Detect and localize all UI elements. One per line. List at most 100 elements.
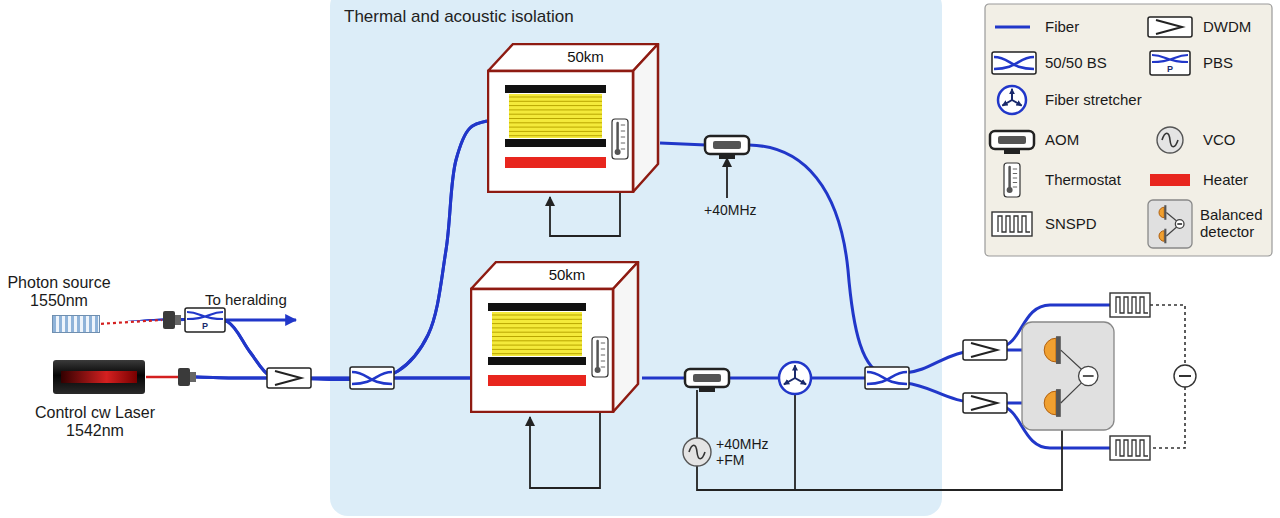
node-label: 50km xyxy=(487,48,662,65)
thermometer-tick xyxy=(1013,173,1017,174)
legend-text: Balanced detector xyxy=(1200,206,1268,241)
vco-sine xyxy=(689,445,705,459)
coil-winding xyxy=(509,118,602,119)
vco-circle xyxy=(1157,127,1183,153)
balanced-detector-symbol xyxy=(1022,322,1114,430)
coil-winding xyxy=(492,349,582,350)
aom-transducer xyxy=(699,387,715,392)
legend-sample xyxy=(1148,200,1192,248)
thermometer-tick xyxy=(621,143,625,144)
dwdm-symbol xyxy=(267,368,311,388)
dwdm-body xyxy=(963,340,1007,360)
legend-entry: Thermostat xyxy=(1045,171,1121,188)
label-anchor: +40MHz +FM xyxy=(716,436,776,468)
thermometer-tick xyxy=(621,125,625,126)
region-title: Thermal and acoustic isolation xyxy=(330,0,942,34)
spool-flange xyxy=(505,85,606,93)
free-space-ground xyxy=(101,321,163,327)
pbs-body xyxy=(185,308,225,332)
coil-winding xyxy=(509,135,602,136)
dwdm-body xyxy=(1148,17,1192,37)
thermometer-tube xyxy=(596,341,599,369)
thermometer-tick xyxy=(621,137,625,138)
stretcher-spoke xyxy=(795,378,806,384)
aom-body xyxy=(990,131,1034,149)
heater-plate xyxy=(488,375,586,386)
thermometer-tick xyxy=(601,367,605,368)
thermometer-tick xyxy=(1013,182,1017,183)
signal-label: +40MHz xyxy=(704,202,757,218)
thermometer-tick xyxy=(621,149,625,150)
legend-sample xyxy=(1148,17,1192,37)
minus-sign xyxy=(1177,223,1182,225)
vco-drive-line xyxy=(696,390,698,438)
legend-entry: Balanced detector xyxy=(1200,206,1268,241)
feedback-line xyxy=(697,430,1062,490)
thermometer-tick xyxy=(601,355,605,356)
legend-text: VCO xyxy=(1203,131,1236,148)
legend-text: DWDM xyxy=(1203,18,1251,35)
thermometer-tick xyxy=(601,349,605,350)
splitter-coupling xyxy=(352,372,392,384)
detector-housing xyxy=(1022,322,1114,430)
pbs-body xyxy=(1150,51,1190,75)
stretcher-spoke xyxy=(794,365,796,378)
thermometer-tube xyxy=(616,123,619,151)
legend-entry: Fiber stretcher xyxy=(1045,91,1142,108)
vco-symbol xyxy=(683,438,711,466)
label-anchor: To heralding xyxy=(205,291,287,308)
dwdm-symbol xyxy=(963,340,1007,360)
legend-entry: 50/50 BS xyxy=(1045,54,1107,71)
beam-splitter-symbol xyxy=(350,367,394,389)
vco-circle xyxy=(683,438,711,466)
fiber-coupler-symbol xyxy=(178,368,196,386)
legend-entry: DWDM xyxy=(1203,18,1251,35)
beam-splitter-symbol xyxy=(865,367,909,389)
thermostat-symbol xyxy=(612,119,628,159)
stretcher-spoke xyxy=(1011,89,1013,100)
aom-symbol xyxy=(990,131,1034,154)
snspd-symbol xyxy=(1110,436,1150,460)
subtractor-circle xyxy=(1079,366,1098,385)
thermometer-bulb xyxy=(1007,187,1013,193)
coupler-ferrule xyxy=(175,315,181,325)
legend-text: PBS xyxy=(1203,54,1233,71)
thermometer-tick xyxy=(601,361,605,362)
coil-winding xyxy=(509,101,602,102)
subtractor-circle xyxy=(1174,365,1196,387)
splitter-body xyxy=(992,52,1036,74)
fiber xyxy=(660,143,706,145)
snspd-meander xyxy=(1116,440,1148,456)
legend-sample xyxy=(998,86,1026,114)
thermometer-tick xyxy=(1013,169,1017,170)
photodiode xyxy=(1044,338,1056,362)
legend-entry: AOM xyxy=(1045,131,1079,148)
thermometer-tick xyxy=(1013,178,1017,179)
fiber-spool-box: 50km xyxy=(470,261,642,413)
snspd-meander xyxy=(1116,297,1148,313)
fiber-sample xyxy=(995,26,1030,29)
box-front xyxy=(488,71,633,192)
photodiode-base xyxy=(1164,229,1166,244)
minus-sign xyxy=(1083,375,1094,377)
coincidence-line xyxy=(1150,305,1185,365)
box-front xyxy=(471,289,613,412)
label-anchor: P xyxy=(1166,64,1174,74)
aom-crystal xyxy=(998,136,1026,144)
coil-winding xyxy=(492,345,582,346)
legend-entry: Heater xyxy=(1203,171,1248,188)
rf-drive-arrow xyxy=(726,158,728,198)
dwdm-chevron xyxy=(971,343,997,357)
photodiode xyxy=(1044,391,1056,415)
legend-entry: PBS xyxy=(1203,54,1233,71)
feedback-line xyxy=(794,394,796,490)
aom-body xyxy=(705,136,749,154)
snspd-body xyxy=(1110,293,1150,317)
subtractor-circle xyxy=(1175,220,1184,229)
snspd-symbol xyxy=(1110,293,1150,317)
photodiode-base xyxy=(1056,389,1061,417)
thermostat-symbol xyxy=(1004,163,1020,197)
dwdm-body xyxy=(963,393,1007,413)
dwdm-chevron xyxy=(971,396,997,410)
dwdm-chevron xyxy=(275,371,301,385)
